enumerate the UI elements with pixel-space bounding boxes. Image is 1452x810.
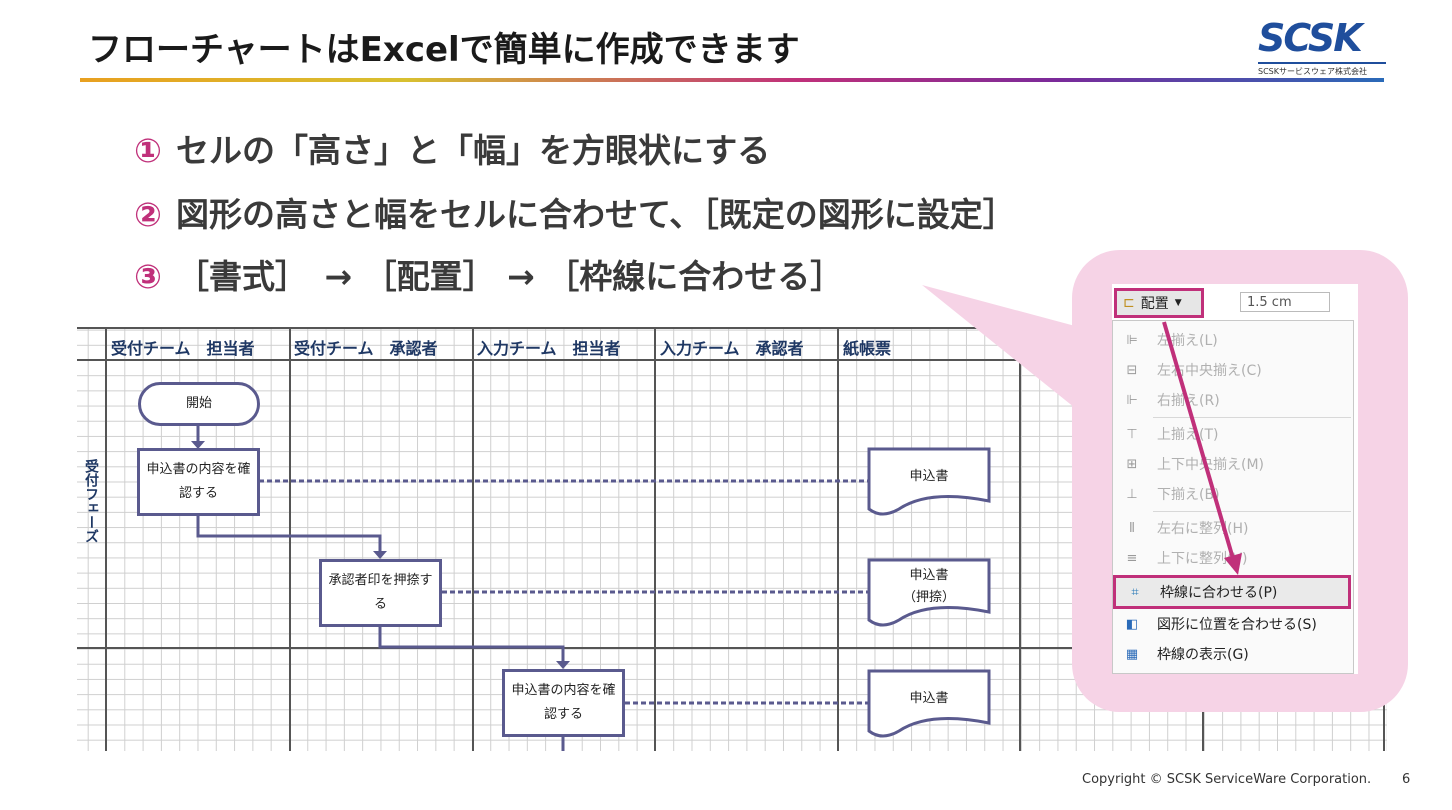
lane-divider <box>654 329 656 751</box>
menu-item-snap-to-grid[interactable]: ⌗枠線に合わせる(P) <box>1113 575 1351 609</box>
logo-mark: SCSK <box>1258 16 1363 60</box>
lane-divider <box>837 329 839 751</box>
arrange-dropdown: ⊫左揃え(L) ⊟左右中央揃え(C) ⊩右揃え(R) ⊤上揃え(T) ⊞上下中央… <box>1112 320 1354 674</box>
document-label-2: 申込書 （押捺） <box>869 565 989 609</box>
page-number: 6 <box>1402 772 1411 787</box>
step-1: ① セルの「高さ」と「幅」を方眼状にする <box>134 124 770 172</box>
connector-confirm-to-approve <box>196 515 382 555</box>
menu-item-align-right[interactable]: ⊩右揃え(R) <box>1113 385 1351 415</box>
step-1-number: ① <box>134 131 162 170</box>
align-center-icon: ⊟ <box>1126 362 1138 378</box>
height-field[interactable]: 1.5 cm <box>1240 292 1330 312</box>
start-terminal: 開始 <box>138 382 260 426</box>
align-top-icon: ⊤ <box>1126 426 1138 442</box>
document-label-2-line1: 申込書 <box>909 568 949 583</box>
lane-divider <box>289 329 291 751</box>
arrowhead <box>556 661 570 669</box>
menu-item-snap-to-shape[interactable]: ◧図形に位置を合わせる(S) <box>1113 609 1351 639</box>
lane-header-reception-staff: 受付チーム 担当者 <box>111 339 255 358</box>
process-stamp-line2: る <box>373 597 387 612</box>
step-3: ③ ［書式］ → ［配置］ → ［枠線に合わせる］ <box>134 250 843 298</box>
logo-subtitle: SCSKサービスウェア株式会社 <box>1258 62 1386 77</box>
lane-header-row <box>77 329 1387 361</box>
align-middle-icon: ⊞ <box>1126 456 1138 472</box>
document-shape-3 <box>867 669 991 738</box>
start-label: 開始 <box>185 396 212 411</box>
process-confirm-line1: 申込書の内容を確 <box>146 462 251 477</box>
phase-label: 受付フェーズ <box>83 459 99 543</box>
arrowhead <box>191 441 205 449</box>
flow-connectors <box>191 425 991 751</box>
distribute-vertical-icon: ≡ <box>1126 550 1138 566</box>
menu-item-align-top[interactable]: ⊤上揃え(T) <box>1113 419 1351 449</box>
align-left-icon: ⊫ <box>1126 332 1138 348</box>
menu-separator <box>1153 417 1351 418</box>
menu-item-align-left[interactable]: ⊫左揃え(L) <box>1113 325 1351 355</box>
step-2-number: ② <box>134 195 162 234</box>
menu-item-align-center[interactable]: ⊟左右中央揃え(C) <box>1113 355 1351 385</box>
arrange-ribbon-button[interactable]: ⊏ 配置 ▼ <box>1114 288 1204 318</box>
snap-to-grid-icon: ⌗ <box>1131 584 1139 600</box>
menu-item-align-bottom[interactable]: ⊥下揃え(B) <box>1113 479 1351 509</box>
lane-header-input-approver: 入力チーム 承認者 <box>660 339 804 358</box>
menu-item-distribute-vertical[interactable]: ≡上下に整列(V) <box>1113 543 1351 573</box>
title-divider <box>80 78 1384 82</box>
lane-divider <box>105 329 107 751</box>
step-2-text: 図形の高さと幅をセルに合わせて、［既定の図形に設定］ <box>175 195 1016 234</box>
step-1-text: セルの「高さ」と「幅」を方眼状にする <box>175 131 771 170</box>
arrowhead <box>373 551 387 559</box>
copyright-footer: Copyright © SCSK ServiceWare Corporation… <box>1082 772 1372 787</box>
connector-approve-to-confirm2 <box>378 626 565 665</box>
align-bottom-icon: ⊥ <box>1126 486 1138 502</box>
document-shape-1 <box>867 447 991 516</box>
process-stamp-line1: 承認者印を押捺す <box>328 573 433 588</box>
document-label-2-line2: （押捺） <box>902 590 955 605</box>
document-label-1: 申込書 <box>909 469 949 484</box>
lane-header-paper-form: 紙帳票 <box>843 339 892 358</box>
distribute-horizontal-icon: ⫴ <box>1129 520 1135 536</box>
document-label-3: 申込書 <box>909 691 949 706</box>
arrange-icon: ⊏ <box>1123 295 1135 311</box>
arrange-menu-screenshot: ⊏ 配置 ▼ 1.5 cm ⊫左揃え(L) ⊟左右中央揃え(C) ⊩右揃え(R)… <box>1112 284 1358 674</box>
company-logo: SCSK SCSKサービスウェア株式会社 <box>1258 18 1386 77</box>
lane-divider <box>1019 329 1021 751</box>
process-confirm-application-2: 申込書の内容を確 認する <box>502 669 625 737</box>
lane-divider <box>472 329 474 751</box>
process-confirm2-line2: 認する <box>543 707 583 722</box>
process-confirm-line2: 認する <box>178 486 218 501</box>
document-shape-2 <box>867 558 991 627</box>
snap-to-shape-icon: ◧ <box>1125 616 1139 632</box>
view-gridlines-icon: ▦ <box>1125 646 1139 662</box>
menu-separator <box>1153 511 1351 512</box>
align-right-icon: ⊩ <box>1126 392 1138 408</box>
process-confirm-application: 申込書の内容を確 認する <box>137 448 260 516</box>
step-3-text: ［書式］ → ［配置］ → ［枠線に合わせる］ <box>175 257 844 296</box>
slide-title: フローチャートはExcelで簡単に作成できます <box>88 30 800 70</box>
menu-item-distribute-horizontal[interactable]: ⫴左右に整列(H) <box>1113 513 1351 543</box>
process-stamp-approval: 承認者印を押捺す る <box>319 559 442 627</box>
step-3-number: ③ <box>134 257 162 296</box>
menu-item-view-gridlines[interactable]: ▦枠線の表示(G) <box>1113 639 1351 669</box>
chevron-down-icon: ▼ <box>1174 298 1182 308</box>
process-confirm2-line1: 申込書の内容を確 <box>511 683 616 698</box>
menu-item-align-middle[interactable]: ⊞上下中央揃え(M) <box>1113 449 1351 479</box>
lane-header-input-staff: 入力チーム 担当者 <box>477 339 621 358</box>
step-2: ② 図形の高さと幅をセルに合わせて、［既定の図形に設定］ <box>134 188 1016 236</box>
phase-divider <box>77 647 1387 649</box>
lane-header-reception-approver: 受付チーム 承認者 <box>294 339 438 358</box>
arrange-button-label: 配置 <box>1140 296 1169 312</box>
